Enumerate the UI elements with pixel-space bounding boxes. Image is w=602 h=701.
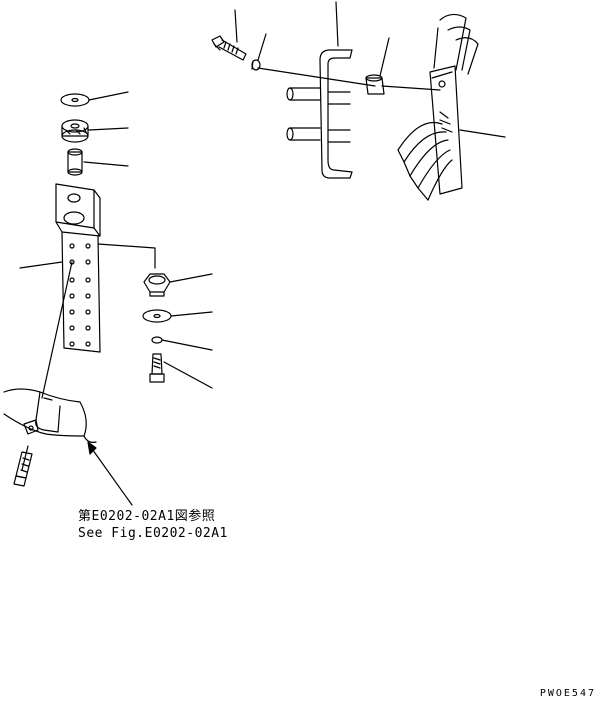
bolt-lower-icon <box>13 445 33 487</box>
reference-note-en: See Fig.E0202-02A1 <box>78 526 228 541</box>
drawing-code: PWOE547 <box>539 688 596 699</box>
bracket-plate-icon <box>19 183 101 353</box>
nut-icon <box>143 273 213 297</box>
u-bolt-icon <box>286 49 353 179</box>
collar-upper-icon <box>365 74 385 95</box>
hose-clamp-icon <box>3 388 97 443</box>
flat-washer-left-icon <box>60 91 129 107</box>
bolt-top-icon <box>211 35 247 61</box>
leader-lines-upper <box>234 1 506 138</box>
reference-note-jp: 第E0202-02A1図参照 <box>78 509 216 524</box>
leader-bracket-nut <box>97 243 156 269</box>
lock-washer-right-icon <box>151 336 213 351</box>
flat-washer-right-icon <box>142 309 213 323</box>
collar-left-icon <box>67 148 129 176</box>
bolt-right-icon <box>149 353 213 389</box>
cushion-left-icon <box>61 119 129 143</box>
reference-arrow <box>87 441 133 506</box>
hose-bracket-icon <box>397 13 479 201</box>
lock-washer-top-icon <box>251 59 261 71</box>
leader-hole-clamp <box>41 261 73 399</box>
